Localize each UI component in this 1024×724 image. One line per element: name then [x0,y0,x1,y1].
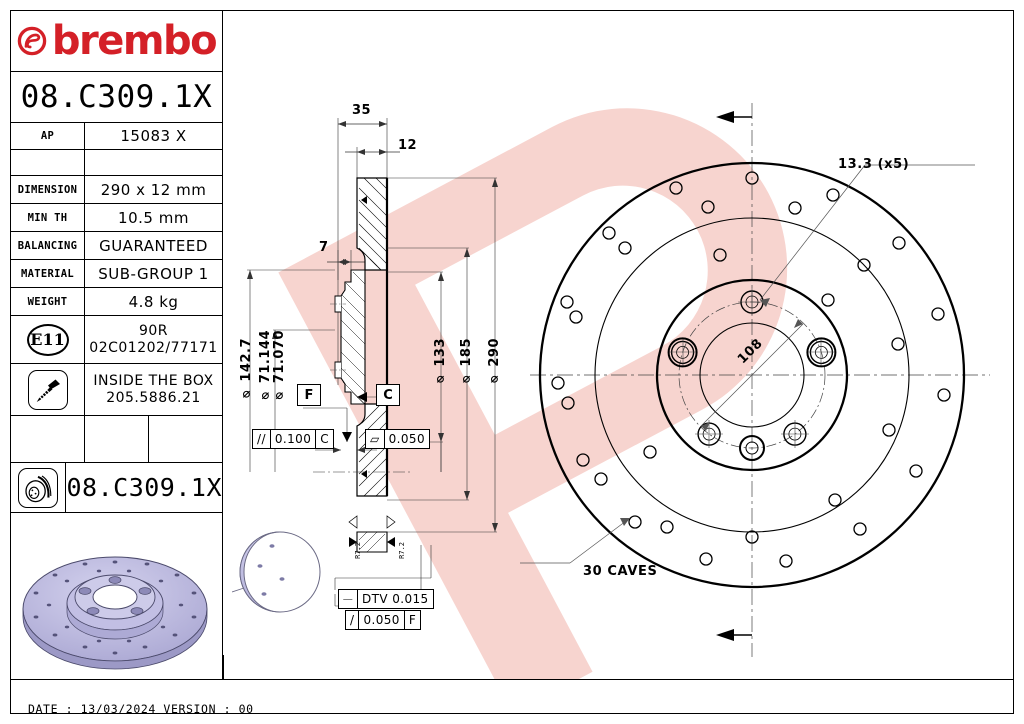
parallelism-tolerance: 0.100 [271,430,317,448]
brake-disc-icon [18,467,59,508]
spec-value-min-th: 10.5 mm [118,208,189,227]
empty-cell-2 [85,416,149,462]
ap-label: AP [11,123,85,149]
runout-datum: F [408,613,417,627]
footer-date-version: DATE : 13/03/2024 VERSION : 00 [28,702,254,716]
face-view [480,95,1010,665]
spec-value-balancing: GUARANTEED [99,236,208,255]
part-number-value: 08.C309.1X [20,79,213,115]
detail-bubble [231,526,332,621]
dim-disc-thickness: 12 [398,138,418,153]
bolt-hole-callout: 13.3 (x5) [838,157,910,172]
runout-symbol: / [346,611,360,629]
small-datum-left: R7.2 [354,542,362,559]
accessory-line2: 205.5886.21 [106,389,201,406]
dtv-symbol: ⏤ [339,590,359,608]
dim-hat-diameter: ⌀ 133 [433,338,448,388]
blank-row [11,150,222,176]
flatness-symbol: ▱ [366,430,385,448]
empty-three-column-row [11,416,222,463]
homologation-line2: 02C01202/77171 [89,339,218,356]
dim-overall-width: 35 [352,103,372,118]
brake-disc-icon-cell [11,463,67,512]
spec-row-min-th: MIN TH 10.5 mm [11,204,222,232]
spec-label-dimension: DIMENSION [11,176,85,203]
e11-icon: E11 [11,316,85,363]
dim-inner-braking-diameter: ⌀ 185 [459,338,474,388]
dim-pilot-bore-outer: ⌀ 142.7 [239,338,254,403]
spec-label-min-th: MIN TH [11,204,85,231]
empty-cell-1 [11,416,85,462]
brembo-logo: brembo [11,11,222,72]
datum-c-box: C [376,384,400,406]
runout-tolerance: 0.050 [359,611,405,629]
dim-outer-diameter: ⌀ 290 [487,338,502,388]
dim-pilot-bore-lower: ⌀ 71.070 [272,330,287,404]
brembo-wordmark: brembo [51,18,218,64]
blank-label [11,150,85,175]
spec-value-weight: 4.8 kg [128,292,179,311]
spec-row-balancing: BALANCING GUARANTEED [11,232,222,260]
product-code-value: 08.C309.1X [66,473,222,502]
screw-icon [27,369,68,410]
ap-value: 15083 X [120,127,187,145]
dtv-tolerance: DTV 0.015 [362,592,429,606]
spec-row-material: MATERIAL SUB-GROUP 1 [11,260,222,288]
homologation-values: 90R 02C01202/77171 [85,316,222,363]
drilled-holes-callout: 30 CAVES [583,564,658,579]
product-row: 08.C309.1X [11,463,222,513]
accessory-values: INSIDE THE BOX 205.5886.21 [85,364,222,415]
parallelism-frame: // 0.100 C [252,429,335,449]
spec-label-material: MATERIAL [11,260,85,287]
runout-frame: / 0.050 F [345,610,422,630]
datum-f-box: F [297,384,321,406]
part-number-header: 08.C309.1X [11,72,222,123]
homologation-row: E11 90R 02C01202/77171 [11,316,222,364]
footer-column-divider [223,655,224,679]
accessory-line1: INSIDE THE BOX [93,372,214,389]
spec-row-weight: WEIGHT 4.8 kg [11,288,222,316]
disc-render [11,513,222,673]
spec-label-weight: WEIGHT [11,288,85,315]
ap-code-row: AP 15083 X [11,123,222,150]
flatness-frame: ▱ 0.050 [365,429,430,449]
spec-row-dimension: DIMENSION 290 x 12 mm [11,176,222,204]
dim-pilot-bore-upper: ⌀ 71.144 [258,330,273,404]
info-panel: brembo 08.C309.1X AP 15083 X DIMENSION 2… [11,11,223,679]
empty-cell-3 [149,416,222,462]
spec-value-material: SUB-GROUP 1 [98,264,209,283]
homologation-line1: 90R [138,322,169,339]
brembo-mark-icon [17,26,47,56]
dtv-frame: ⏤ DTV 0.015 [338,589,434,609]
accessory-row: INSIDE THE BOX 205.5886.21 [11,364,222,416]
small-datum-right: R7.2 [398,542,406,559]
footer-divider [11,679,1013,680]
dim-hat-thickness: 7 [319,240,329,255]
parallelism-symbol: // [253,430,271,448]
screw-icon-cell [11,364,85,415]
parallelism-datum: C [320,432,330,446]
spec-label-balancing: BALANCING [11,232,85,259]
spec-value-dimension: 290 x 12 mm [100,180,207,199]
cross-section-view [225,90,525,610]
flatness-tolerance: 0.050 [388,432,425,446]
drawing-frame [10,10,1014,714]
blank-value [85,150,222,175]
e11-label: E11 [26,323,69,356]
